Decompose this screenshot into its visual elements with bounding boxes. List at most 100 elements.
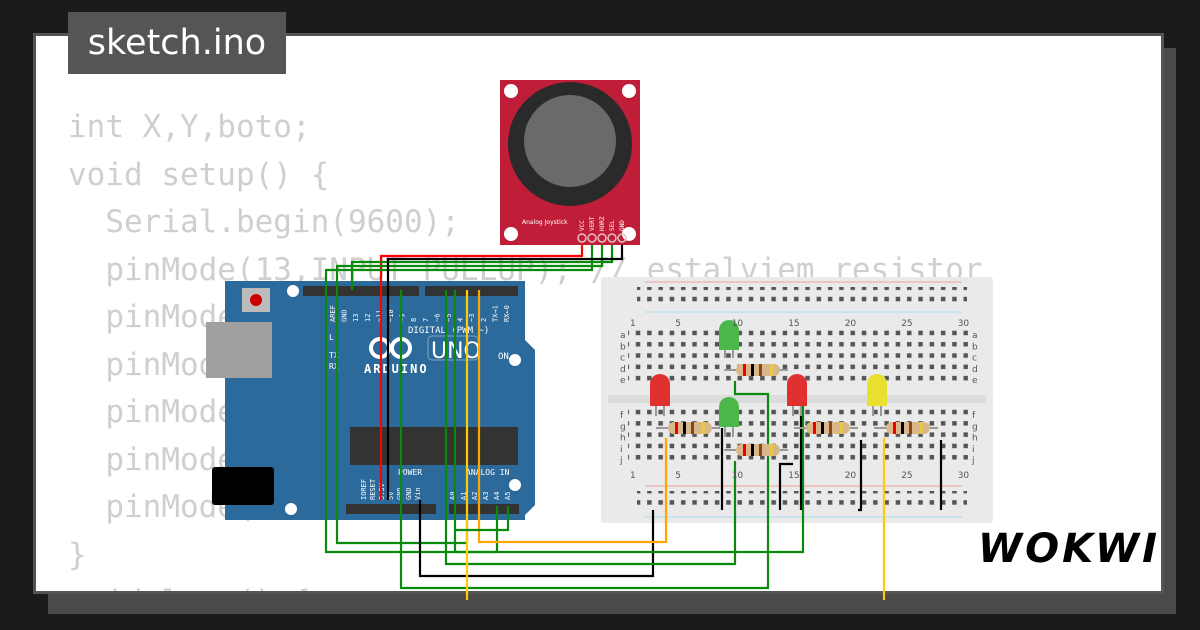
pin-label: VERT (589, 216, 596, 231)
row-label: g (620, 422, 626, 432)
row-label: b (620, 342, 626, 352)
wires (324, 242, 943, 600)
pin-label: GND (619, 220, 626, 231)
power-label: POWER (398, 468, 422, 477)
joystick-pins (577, 233, 627, 243)
row-label: h (972, 434, 978, 444)
pin-label: TX→1 (491, 305, 499, 322)
row-label: a (972, 331, 978, 341)
pin-label: A5 (504, 492, 512, 500)
joystick-label: Analog Joystick (522, 219, 568, 226)
led-yellow (867, 374, 887, 416)
led-green (719, 397, 739, 437)
row-label: e (620, 376, 626, 386)
column-label: 10 (732, 319, 744, 329)
code-line: } (68, 536, 87, 573)
resistors (656, 364, 938, 456)
pin-label: HORZ (599, 216, 606, 231)
pin-label: AREF (329, 305, 337, 322)
pin-label: ~11 (375, 309, 383, 322)
row-label: f (620, 411, 624, 421)
row-label: d (620, 365, 626, 375)
analog-label: ANALOG IN (466, 468, 510, 477)
pin-label: 13 (352, 314, 360, 322)
wire-sel (350, 242, 614, 290)
pin-label: ~10 (387, 309, 395, 322)
on-label: ON (498, 352, 509, 362)
column-label: 25 (901, 319, 912, 329)
led-red (787, 374, 807, 416)
leds (650, 320, 887, 437)
pin-label: A0 (449, 492, 457, 500)
pin-label: A3 (482, 492, 490, 500)
arduino-uno[interactable]: UNO ARDUINO DIGITAL (PWM ~) ON POWER ANA… (206, 281, 535, 520)
pin-label: ~6 (433, 314, 441, 322)
resistor (794, 422, 858, 434)
led-red (650, 374, 670, 416)
pin-label: 2 (480, 318, 488, 322)
digital-header-1 (303, 286, 419, 296)
pin-label: A4 (493, 492, 501, 500)
board-name: ARDUINO (364, 362, 429, 376)
led-label-rx: RX (329, 362, 339, 371)
column-label: 5 (675, 319, 681, 329)
row-label: i (972, 445, 975, 455)
pin-label: ~3 (468, 314, 476, 322)
wokwi-logo: WOKWI (978, 526, 1161, 572)
code-line: Serial.begin(9600); (68, 204, 460, 240)
pin-label: ~5 (445, 314, 453, 322)
column-label: 1 (630, 471, 636, 481)
column-label: 15 (788, 471, 799, 481)
led-green (719, 320, 739, 358)
resistor (656, 422, 720, 434)
row-label: i (620, 445, 623, 455)
code-line: int X,Y,boto; (68, 109, 311, 145)
pin-label: 4 (457, 318, 465, 322)
row-label: c (620, 354, 625, 364)
column-label: 20 (845, 319, 857, 329)
column-label: 25 (901, 471, 912, 481)
pin-label: ~9 (399, 314, 407, 322)
pin-label: 7 (422, 318, 430, 322)
atmega-chip (350, 427, 518, 465)
resistor (724, 444, 788, 456)
code-line: void loop() { (68, 579, 983, 591)
row-label: h (620, 434, 626, 444)
column-label: 5 (675, 471, 681, 481)
wire-gnd (386, 242, 624, 500)
column-label: 20 (845, 471, 857, 481)
pin-label: A2 (471, 492, 479, 500)
pin-label: 8 (410, 318, 418, 322)
row-label: d (972, 365, 978, 375)
pin-label: VCC (579, 220, 586, 231)
row-label: j (619, 456, 623, 466)
analog-header (449, 504, 519, 514)
pin-label: RESET (369, 478, 377, 500)
row-label: e (972, 376, 978, 386)
column-label: 30 (958, 471, 970, 481)
digital-header-2 (425, 286, 518, 296)
column-label: 10 (732, 471, 744, 481)
row-label: a (620, 331, 626, 341)
resistor (724, 364, 788, 376)
wire-vcc (379, 242, 584, 500)
pin-label: GND (341, 309, 349, 322)
pin-label: SEL (609, 220, 616, 231)
pin-label: RX←0 (503, 305, 511, 322)
column-label: 15 (788, 319, 799, 329)
digital-label: DIGITAL (PWM ~) (408, 326, 489, 336)
sketch-filename: sketch.ino (68, 12, 286, 74)
pin-label: GND (405, 487, 413, 500)
column-label: 1 (630, 319, 636, 329)
row-label: j (971, 456, 975, 466)
pin-label: 12 (364, 314, 372, 322)
row-label: c (972, 354, 977, 364)
power-header (346, 504, 436, 514)
led-label-l: L (329, 333, 334, 342)
usb-port (206, 322, 272, 378)
